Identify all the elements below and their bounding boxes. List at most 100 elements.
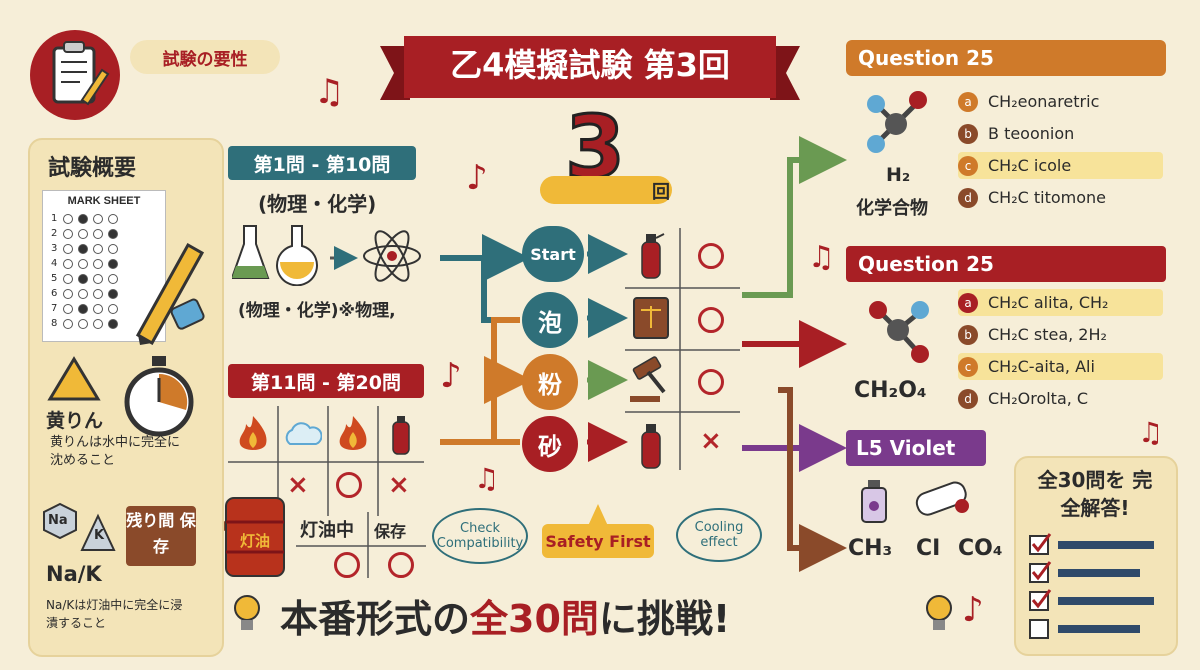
mark-bubble xyxy=(108,243,118,254)
question2-formula: CH₂O₄ xyxy=(854,378,927,403)
round-pill xyxy=(540,176,672,204)
mark-bubble xyxy=(108,228,118,239)
flow-mark-sand: × xyxy=(700,426,722,456)
mark-row-number: 8 xyxy=(51,318,58,329)
extinguisher-icon-small xyxy=(392,416,410,455)
kerosene-drum-icon xyxy=(225,497,285,577)
mark-row-number: 2 xyxy=(51,228,58,239)
mark-row-number: 4 xyxy=(51,258,58,269)
mark-bubble xyxy=(63,258,73,269)
table-o-1 xyxy=(336,472,362,498)
option-letter-badge: d xyxy=(958,388,978,409)
mark-bubble xyxy=(93,273,103,284)
violet-f1: CH₃ xyxy=(848,536,893,561)
fire-icon xyxy=(239,416,267,450)
na-label: Na xyxy=(48,513,68,528)
kerosene-drum-label: 灯油 xyxy=(239,532,270,550)
mark-bubble xyxy=(93,228,103,239)
mark-bubble xyxy=(63,273,73,284)
option-d[interactable]: d CH₂Orolta, C xyxy=(958,385,1163,412)
section1-header: 第1問 - 第10問 xyxy=(228,146,416,180)
mark-bubble xyxy=(78,273,88,284)
question1-header: Question 25 xyxy=(846,40,1166,76)
option-c[interactable]: c CH₂C icole xyxy=(958,152,1163,179)
violet-header-text: L5 Violet xyxy=(856,436,956,460)
mark-bubble xyxy=(108,213,118,224)
mark-bubble xyxy=(78,258,88,269)
lightbulb-icon xyxy=(234,595,260,630)
fire-icon-2 xyxy=(339,416,367,450)
option-letter-badge: d xyxy=(958,187,978,208)
option-letter-badge: a xyxy=(958,91,978,112)
slogan-highlight: 全30問 xyxy=(470,597,599,641)
stopwatch-icon xyxy=(124,356,194,437)
mark-row-number: 7 xyxy=(51,303,58,314)
music-note-icon-5: ♫ xyxy=(808,240,835,275)
mark-bubble xyxy=(93,288,103,299)
mark-bubble xyxy=(78,228,88,239)
molecule-icon-2 xyxy=(869,301,929,363)
mark-bubble xyxy=(63,288,73,299)
mark-row-number: 1 xyxy=(51,213,58,224)
violet-f3: CO₄ xyxy=(958,536,1003,561)
round-kai: 回 xyxy=(652,182,670,203)
na-k-icons xyxy=(43,502,116,551)
music-note-icon-3: ♪ xyxy=(440,356,462,396)
nak-title: Na/K xyxy=(46,562,102,586)
clipboard-icon xyxy=(52,41,110,106)
mark-bubble xyxy=(78,303,88,314)
mark-bubble xyxy=(108,273,118,284)
kerosene-col2: 保存 xyxy=(374,522,407,541)
gavel-icon xyxy=(630,356,666,402)
checklist-title: 全30問を 完全解答! xyxy=(1037,468,1153,520)
kerosene-o-2 xyxy=(388,552,414,578)
mark-sheet-row: 7 xyxy=(51,301,157,316)
question1-compound: 化学合物 xyxy=(856,198,928,219)
option-text: CH₂C icole xyxy=(988,156,1072,175)
option-d[interactable]: d CH₂C titomone xyxy=(958,184,1163,211)
mark-bubble xyxy=(63,318,73,329)
law-book-icon xyxy=(633,297,669,339)
mark-bubble xyxy=(93,318,103,329)
mark-bubble xyxy=(93,303,103,314)
page-title: 乙4模擬試験 第3回 xyxy=(450,46,730,84)
question1-formula: H₂ xyxy=(886,164,911,186)
mark-sheet-title: MARK SHEET xyxy=(67,195,141,207)
mark-bubble xyxy=(63,243,73,254)
atom-icon xyxy=(363,230,421,282)
option-text: CH₂C alita, CH₂ xyxy=(988,293,1109,312)
option-letter-badge: c xyxy=(958,155,978,176)
diploma-icon xyxy=(915,481,969,516)
flow-node-foam: 泡 xyxy=(522,292,578,348)
safety-pointer xyxy=(588,504,608,526)
mark-bubble xyxy=(108,258,118,269)
mark-sheet-row: 3 xyxy=(51,241,157,256)
mark-sheet-row: 1 xyxy=(51,211,157,226)
nak-note: Na/Kは灯油中に完全に浸漬すること xyxy=(46,598,183,630)
mark-row-number: 6 xyxy=(51,288,58,299)
mark-bubble xyxy=(63,228,73,239)
yellow-phosphorus-note: 黄りんは水中に完全に沈めること xyxy=(50,435,181,468)
flask-icons xyxy=(232,225,318,286)
mark-sheet-row: 8 xyxy=(51,316,157,331)
mark-bubble xyxy=(78,243,88,254)
option-text: CH₂Orolta, C xyxy=(988,389,1089,408)
mark-bubble xyxy=(93,258,103,269)
section1-caption: (物理・化学)※物理, xyxy=(238,301,396,321)
clipboard-badge xyxy=(30,30,120,120)
remaining-label: 残り間 保存 xyxy=(126,506,196,566)
bottle-icon xyxy=(861,480,887,523)
option-letter-badge: b xyxy=(958,324,978,345)
music-note-icon: ♫ xyxy=(314,72,345,112)
flow-node-powder: 粉 xyxy=(522,354,578,410)
flow-mark-start xyxy=(698,243,724,269)
cloud-icon xyxy=(285,422,322,445)
cooling-effect-bubble: Cooling effect xyxy=(676,508,762,562)
option-text: CH₂C titomone xyxy=(988,188,1107,207)
